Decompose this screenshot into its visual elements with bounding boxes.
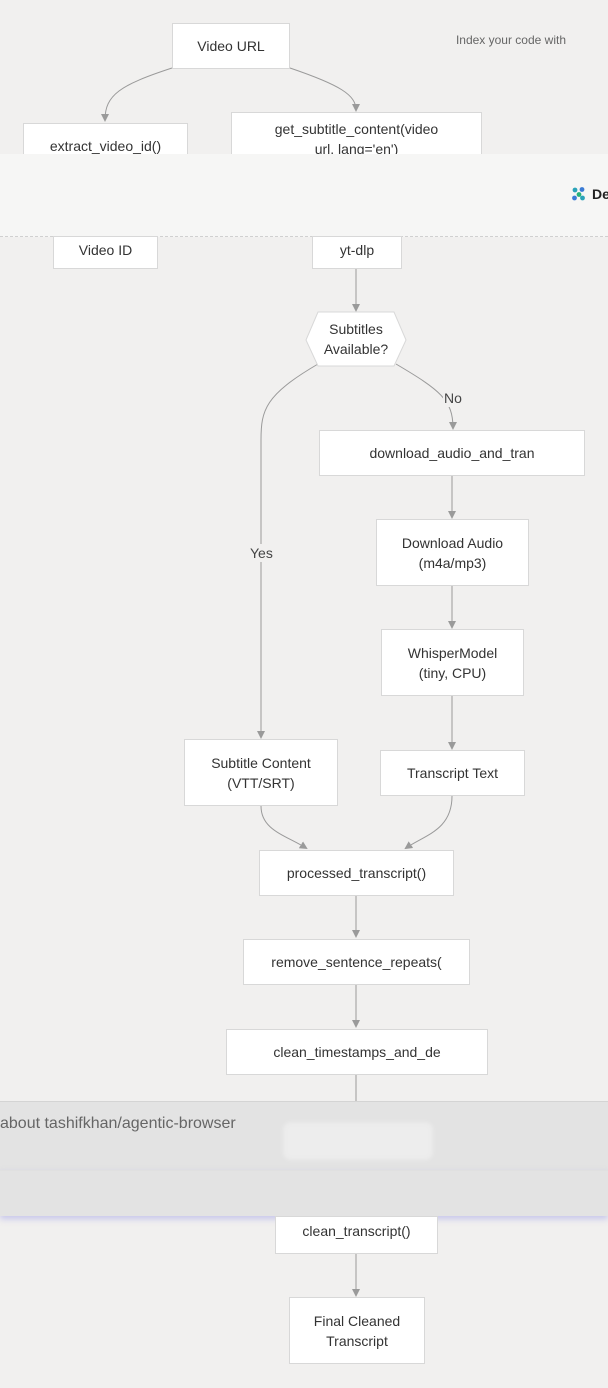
node-whisper-model: WhisperModel (tiny, CPU) [381,629,524,696]
index-code-banner [0,154,608,237]
decision-hexagon [305,311,407,367]
edge-transcript-to-processed [404,795,453,850]
node-clean-transcript: clean_transcript() [275,1216,438,1254]
banner-text: Index your code with [455,33,566,47]
edge-label-no: No [443,389,463,407]
chat-input-bar[interactable] [0,1170,608,1216]
node-processed-transcript: processed_transcript() [259,850,454,896]
node-remove-sentence-repeats: remove_sentence_repeats( [243,939,470,985]
node-subtitles-available: Subtitles Available? [323,321,389,357]
brand-text[interactable]: De [592,186,608,202]
deepwiki-logo-icon [572,187,585,201]
node-download-audio-and-tran: download_audio_and_tran [319,430,585,476]
node-download-audio: Download Audio (m4a/mp3) [376,519,529,586]
node-yt-dlp: yt-dlp [312,236,402,269]
chat-overlay[interactable] [0,1101,608,1171]
node-video-id: Video ID [53,236,158,269]
edge-label-yes: Yes [249,544,274,562]
edge-url-to-extract [101,67,173,122]
node-clean-timestamps: clean_timestamps_and_de [226,1029,488,1075]
node-video-url: Video URL [172,23,290,69]
node-transcript-text: Transcript Text [380,750,525,796]
edge-decision-yes [257,363,319,739]
chat-prompt-text[interactable]: about tashifkhan/agentic-browser [0,1115,236,1132]
ghost-node [283,1122,433,1160]
node-subtitle-content: Subtitle Content (VTT/SRT) [184,739,338,806]
node-final-cleaned-transcript: Final Cleaned Transcript [289,1297,425,1364]
edge-url-to-get-subtitle [289,67,360,112]
edge-decision-no [395,363,457,430]
edge-subtitle-to-processed [260,805,308,850]
